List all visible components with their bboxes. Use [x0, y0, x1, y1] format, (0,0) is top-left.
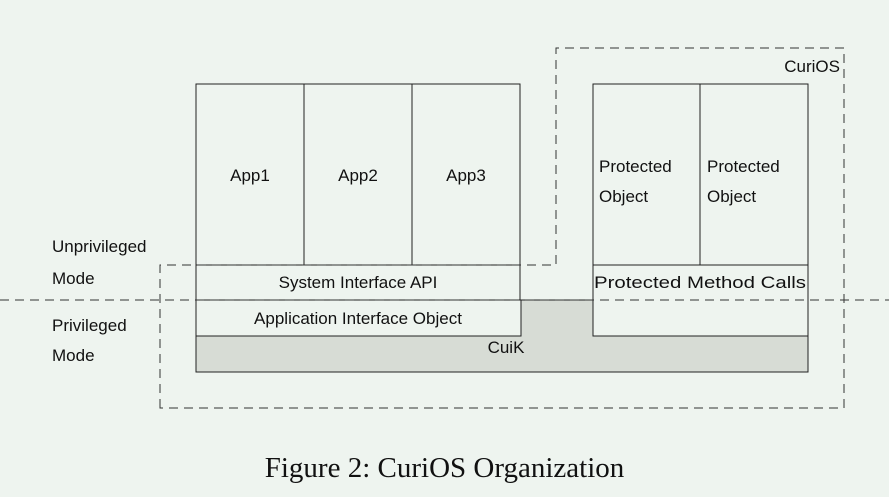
figure-caption: Figure 2: CuriOS Organization: [264, 452, 625, 484]
unprivileged-mode-label-line1: Unprivileged: [52, 237, 147, 256]
protected-object-2-label-line1: Protected: [707, 157, 780, 176]
unprivileged-mode-label-line2: Mode: [52, 269, 95, 288]
app2-label: App2: [338, 166, 378, 185]
protected-object-1-label-line2: Object: [599, 187, 648, 206]
application-interface-object-box: [195, 299, 522, 337]
privileged-mode-label-line1: Privileged: [52, 316, 127, 335]
curios-boundary: [159, 47, 845, 409]
privileged-mode-label-line2: Mode: [52, 346, 95, 365]
protected-object-1-label-line1: Protected: [599, 157, 672, 176]
app1-label: App1: [230, 166, 270, 185]
protected-object-2-label-line2: Object: [707, 187, 756, 206]
app3-label: App3: [446, 166, 486, 185]
cuik-label: CuiK: [488, 338, 526, 357]
curios-label: CuriOS: [784, 57, 840, 76]
application-interface-object-label: Application Interface Object: [254, 309, 462, 328]
system-interface-api-label: System Interface API: [279, 273, 438, 292]
protected-method-calls-label: Protected Method Calls: [594, 273, 806, 292]
